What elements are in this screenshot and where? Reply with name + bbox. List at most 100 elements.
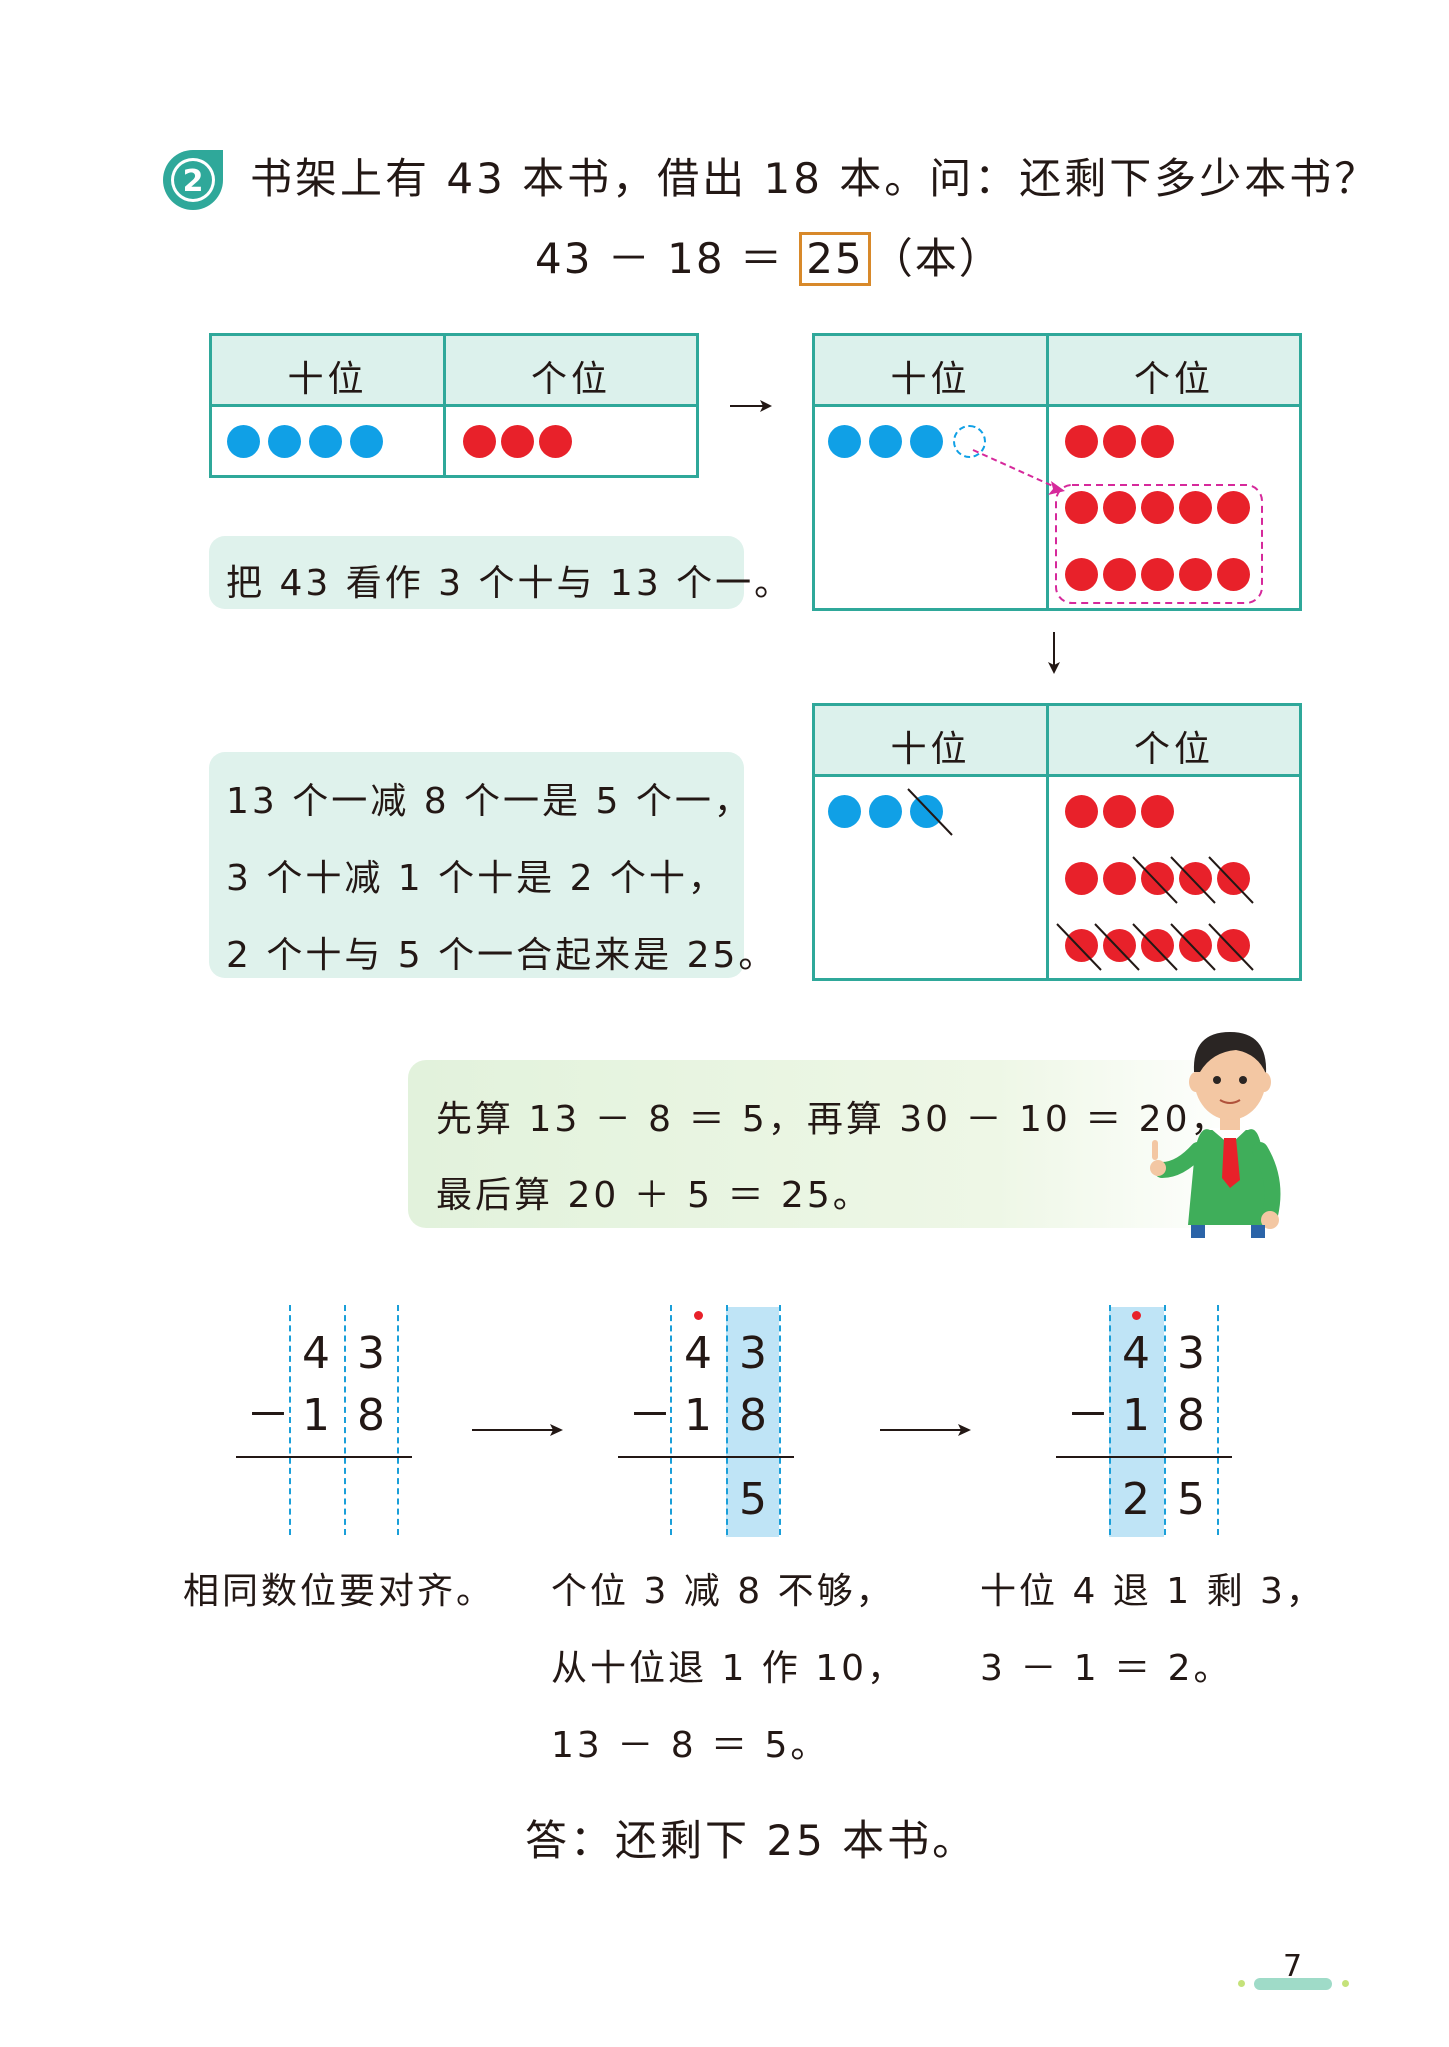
minus-sign: －	[246, 1390, 290, 1441]
ones-dot	[1065, 558, 1098, 591]
tens-header: 十位	[890, 359, 971, 400]
hint-line2: 最后算 20 ＋ 5 ＝ 25。	[436, 1175, 872, 1216]
down-arrow-icon	[1048, 632, 1060, 674]
answer-text: 答：还剩下 25 本书。	[525, 1816, 978, 1865]
digit-ones-top: 3	[1177, 1328, 1205, 1379]
table-header	[212, 336, 696, 407]
step1-explanation: 相同数位要对齐。	[183, 1571, 496, 1612]
note-explanation-line2: 3 个十减 1 个十是 2 个十，	[226, 858, 727, 899]
sum-line	[236, 1456, 412, 1458]
tens-dot	[309, 425, 342, 458]
hint-bubble: 先算 13 － 8 ＝ 5，再算 30 － 10 ＝ 20， 最后算 20 ＋ …	[408, 1060, 1248, 1228]
note-explanation: 13 个一减 8 个一是 5 个一， 3 个十减 1 个十是 2 个十， 2 个…	[209, 752, 774, 978]
digit-ones-result: 5	[739, 1474, 767, 1525]
table-header	[815, 706, 1299, 777]
ones-dot	[1065, 425, 1098, 458]
tens-dot	[828, 425, 861, 458]
digit-tens-top: 4	[1122, 1328, 1150, 1379]
place-value-table-result: 十位 个位	[812, 703, 1302, 981]
sum-line	[618, 1456, 794, 1458]
ones-dot	[1141, 795, 1174, 828]
digit-ones-top: 3	[739, 1328, 767, 1379]
ones-dot	[1065, 795, 1098, 828]
borrow-dot	[1132, 1311, 1141, 1320]
ones-dot	[539, 425, 572, 458]
ones-dot	[1103, 558, 1136, 591]
digit-ones-result: 5	[1177, 1474, 1205, 1525]
boy-illustration	[1150, 1032, 1281, 1238]
ones-dot-crossed	[1179, 862, 1212, 895]
step2-explanation-line1: 个位 3 减 8 不够，	[551, 1571, 895, 1612]
step2-explanation-line2: 从十位退 1 作 10，	[551, 1648, 907, 1689]
borrowed-ten-outline	[953, 425, 986, 458]
tens-dot	[910, 425, 943, 458]
digit-ones-top: 3	[357, 1328, 385, 1379]
ones-dot	[463, 425, 496, 458]
borrow-group	[972, 449, 1263, 604]
note-regroup: 把 43 看作 3 个十与 13 个一。	[209, 536, 790, 609]
ones-header: 个位	[1133, 359, 1214, 400]
note-explanation-line3: 2 个十与 5 个一合起来是 25。	[226, 935, 778, 976]
equation-left: 43 － 18 ＝	[535, 234, 800, 283]
ones-header: 个位	[530, 359, 611, 400]
page-dot	[1342, 1980, 1349, 1987]
ones-dot	[1065, 491, 1098, 524]
ones-dot-crossed	[1141, 862, 1174, 895]
digit-ones-bottom: 8	[1177, 1390, 1205, 1441]
tens-dot	[227, 425, 260, 458]
ones-dot	[1103, 862, 1136, 895]
ones-dot-crossed	[1141, 929, 1174, 962]
minus-sign: －	[1066, 1390, 1110, 1441]
problem-text: 书架上有 43 本书，借出 18 本。问：还剩下多少本书？	[250, 154, 1380, 203]
tens-dot-crossed	[910, 795, 943, 828]
right-arrow-icon	[880, 1424, 971, 1436]
ones-dot-crossed	[1103, 929, 1136, 962]
page-number-bar	[1254, 1978, 1332, 1990]
tens-dot	[869, 795, 902, 828]
tens-dot	[869, 425, 902, 458]
note-regroup-text: 把 43 看作 3 个十与 13 个一。	[226, 563, 794, 604]
right-arrow-icon	[472, 1424, 563, 1436]
sum-line	[1056, 1456, 1232, 1458]
hint-line1: 先算 13 － 8 ＝ 5，再算 30 － 10 ＝ 20，	[436, 1099, 1230, 1140]
problem-number-badge: 2	[163, 150, 223, 210]
digit-tens-top: 4	[302, 1328, 330, 1379]
cross-out-strokes	[907, 788, 1254, 971]
note-explanation-line1: 13 个一减 8 个一是 5 个一，	[226, 781, 753, 822]
digit-tens-result: 2	[1122, 1474, 1150, 1525]
tens-header: 十位	[890, 729, 971, 770]
ones-dot	[501, 425, 534, 458]
ones-dot	[1141, 491, 1174, 524]
table-header	[815, 336, 1299, 407]
problem-number: 2	[183, 164, 204, 199]
equation-answer-box: 25	[799, 232, 871, 286]
right-arrow-icon	[730, 400, 772, 412]
digit-tens-top: 4	[684, 1328, 712, 1379]
digit-tens-bottom: 1	[302, 1390, 330, 1441]
digit-ones-bottom: 8	[357, 1390, 385, 1441]
ones-dot	[1217, 558, 1250, 591]
page-number: 7	[1283, 1949, 1303, 1984]
ones-dot	[1103, 425, 1136, 458]
ones-header: 个位	[1133, 729, 1214, 770]
ones-dot	[1179, 558, 1212, 591]
ones-dot	[1141, 425, 1174, 458]
ones-dot	[1103, 491, 1136, 524]
ones-dot-crossed	[1179, 929, 1212, 962]
tens-dot	[350, 425, 383, 458]
tens-dot	[268, 425, 301, 458]
tens-dot	[828, 795, 861, 828]
equation-unit: （本）	[870, 234, 1003, 283]
tens-header: 十位	[287, 359, 368, 400]
ones-dot	[1217, 491, 1250, 524]
step3-explanation-line1: 十位 4 退 1 剩 3，	[980, 1571, 1325, 1612]
step3-explanation-line2: 3 － 1 ＝ 2。	[980, 1648, 1233, 1689]
ones-dot	[1103, 795, 1136, 828]
ones-dot	[1065, 862, 1098, 895]
borrow-dot	[694, 1311, 703, 1320]
digit-tens-bottom: 1	[1122, 1390, 1150, 1441]
ones-dot	[1141, 558, 1174, 591]
ones-column-highlight	[726, 1307, 779, 1537]
equation: 43 － 18 ＝ 25（本）	[535, 232, 1003, 286]
tens-column-highlight	[1109, 1307, 1164, 1537]
